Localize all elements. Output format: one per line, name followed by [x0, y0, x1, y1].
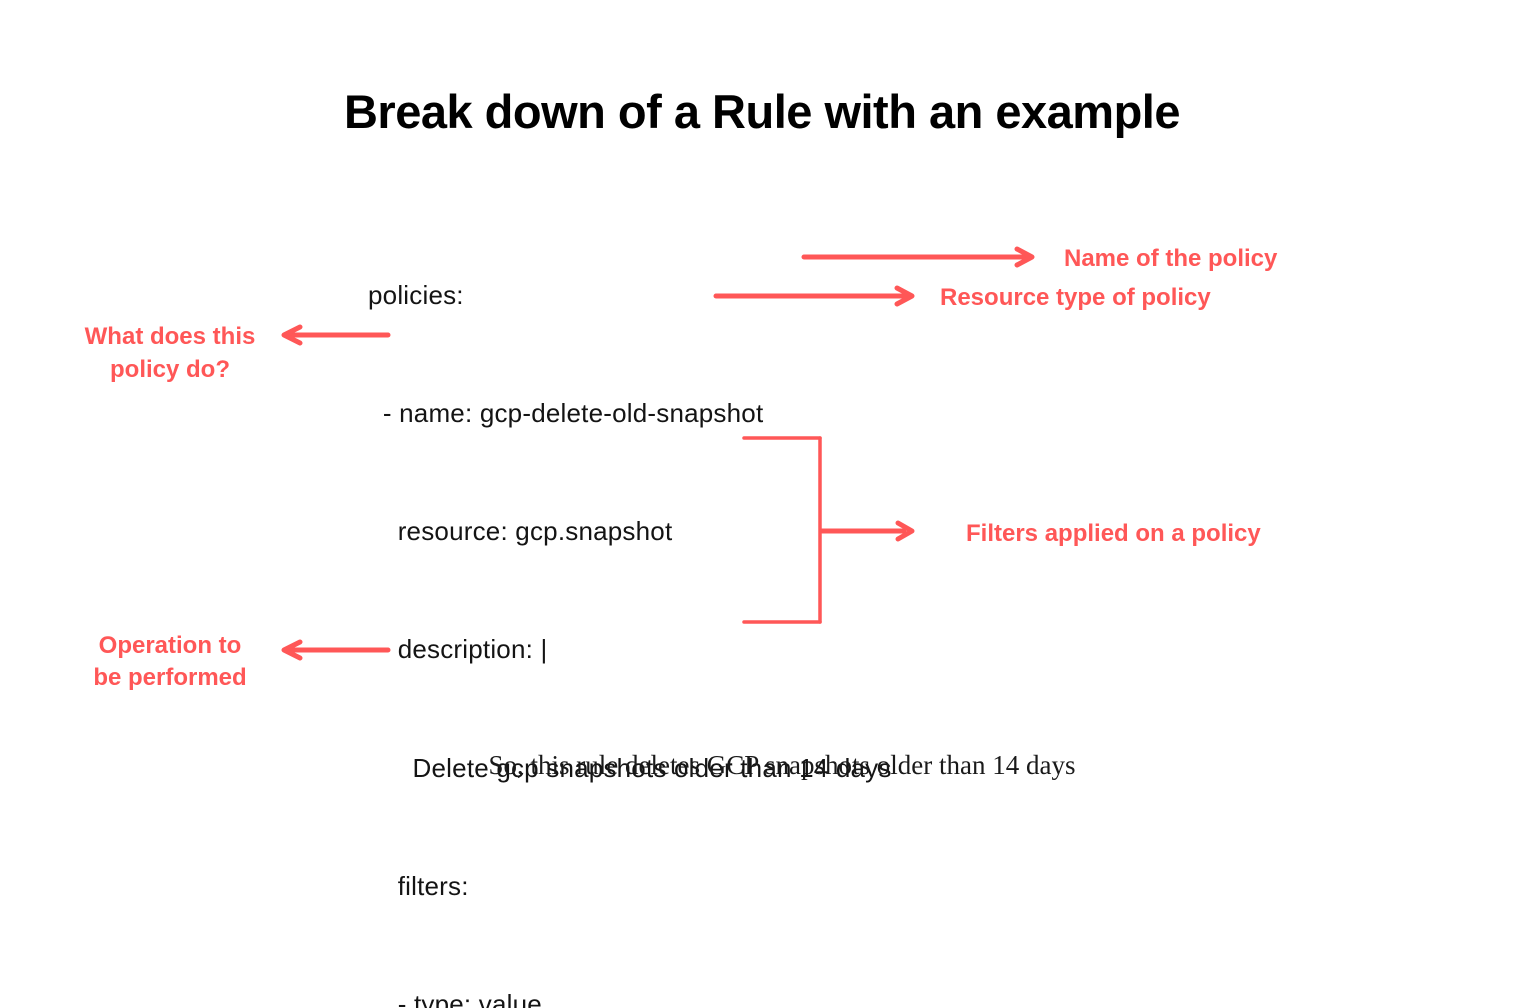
- filters-label: Filters applied on a policy: [966, 520, 1261, 547]
- code-line-resource: resource: gcp.snapshot: [368, 516, 673, 547]
- description-label: What does this policy do?: [78, 320, 262, 386]
- code-line-name: - name: gcp-delete-old-snapshot: [368, 398, 764, 429]
- actions-label-line1: Operation to: [98, 632, 242, 659]
- code-line-description-text: Delete gcp snapshots older than 14 days: [368, 752, 892, 783]
- resource-type-label: Resource type of policy: [940, 284, 1211, 311]
- arrow-right-icon-resource: [713, 285, 915, 307]
- code-line-description: description: |: [368, 634, 548, 665]
- filters-bracket-arrow-icon: [742, 436, 915, 624]
- code-line-policies: policies:: [368, 279, 464, 310]
- actions-label-line2: be performed: [93, 664, 247, 691]
- code-line-filter-type: - type: value: [368, 989, 542, 1008]
- arrow-left-icon-actions: [281, 639, 391, 661]
- yaml-code-block: policies: - name: gcp-delete-old-snapsho…: [368, 197, 892, 1008]
- arrow-left-icon-description: [281, 324, 391, 346]
- actions-label: Operation to be performed: [80, 630, 260, 694]
- description-label-line1: What does this: [84, 323, 256, 350]
- name-policy-label: Name of the policy: [1064, 245, 1278, 272]
- description-label-line2: policy do?: [110, 356, 230, 383]
- page-title: Break down of a Rule with an example: [343, 85, 1181, 138]
- arrow-right-icon-name: [801, 246, 1035, 268]
- code-line-filters: filters:: [368, 870, 469, 901]
- summary-caption: So, this rule deletes GCP snapshots olde…: [488, 750, 1076, 780]
